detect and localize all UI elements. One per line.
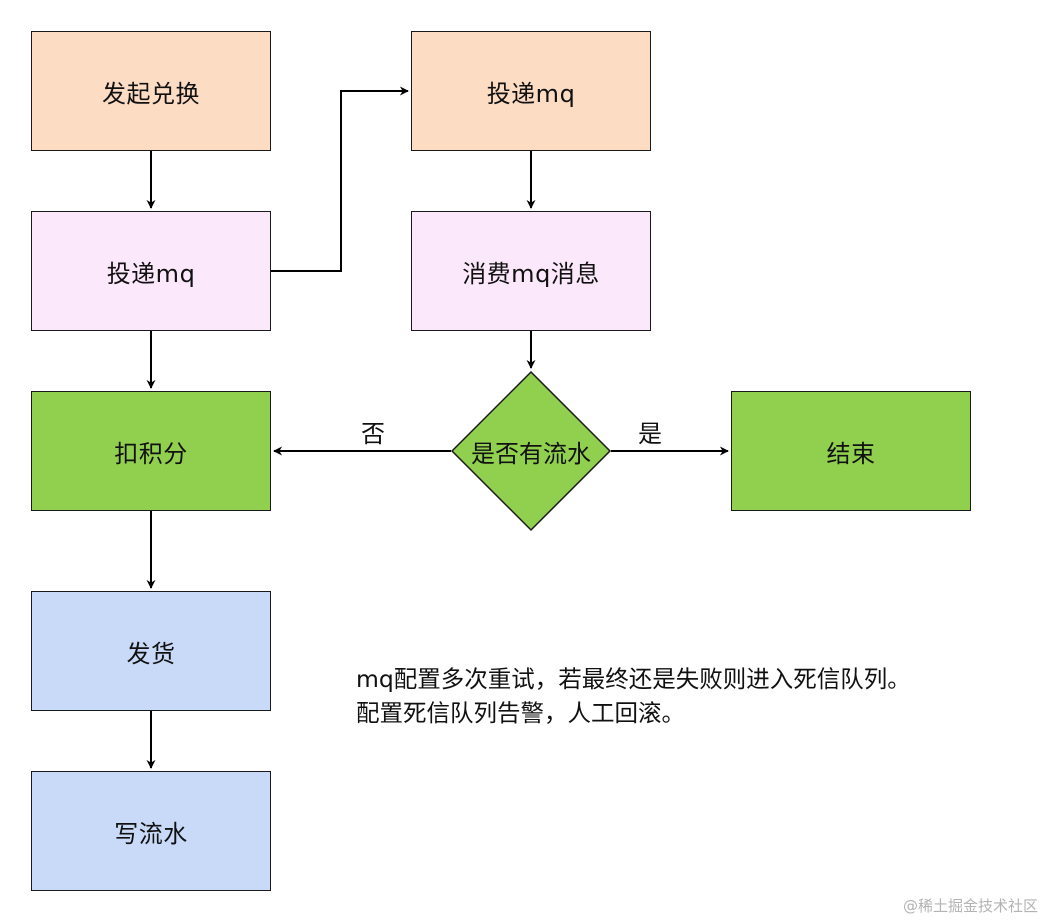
node-deduct-points-label: 扣积分 xyxy=(114,439,188,468)
node-decision-has-flow: 是否有流水 xyxy=(451,371,611,531)
node-post-mq-left: 投递mq xyxy=(31,211,271,331)
node-ship-goods: 发货 xyxy=(31,591,271,711)
retry-note: mq配置多次重试，若最终还是失败则进入死信队列。 配置死信队列告警，人工回滚。 xyxy=(356,662,1036,730)
node-start-exchange: 发起兑换 xyxy=(31,31,271,151)
watermark: @稀土掘金技术社区 xyxy=(902,897,1038,915)
retry-note-line-1: mq配置多次重试，若最终还是失败则进入死信队列。 xyxy=(356,665,911,693)
node-post-mq-left-label: 投递mq xyxy=(106,259,196,288)
retry-note-line-2: 配置死信队列告警，人工回滚。 xyxy=(356,699,685,727)
node-consume-mq-message-label: 消费mq消息 xyxy=(462,259,600,288)
node-end: 结束 xyxy=(731,391,971,511)
node-consume-mq-message: 消费mq消息 xyxy=(411,211,651,331)
node-end-label: 结束 xyxy=(826,439,876,468)
arrow-post1-to-post2 xyxy=(271,86,409,272)
edge-label-no: 否 xyxy=(361,420,385,448)
node-write-flow: 写流水 xyxy=(31,771,271,891)
node-post-mq-right-label: 投递mq xyxy=(486,79,576,108)
node-decision-has-flow-label: 是否有流水 xyxy=(471,439,591,468)
node-start-exchange-label: 发起兑换 xyxy=(102,79,200,108)
node-ship-goods-label: 发货 xyxy=(126,639,176,668)
decision-diamond-shape xyxy=(450,370,612,532)
edge-label-yes: 是 xyxy=(638,420,662,448)
node-write-flow-label: 写流水 xyxy=(114,819,188,848)
node-post-mq-right: 投递mq xyxy=(411,31,651,151)
node-deduct-points: 扣积分 xyxy=(31,391,271,511)
